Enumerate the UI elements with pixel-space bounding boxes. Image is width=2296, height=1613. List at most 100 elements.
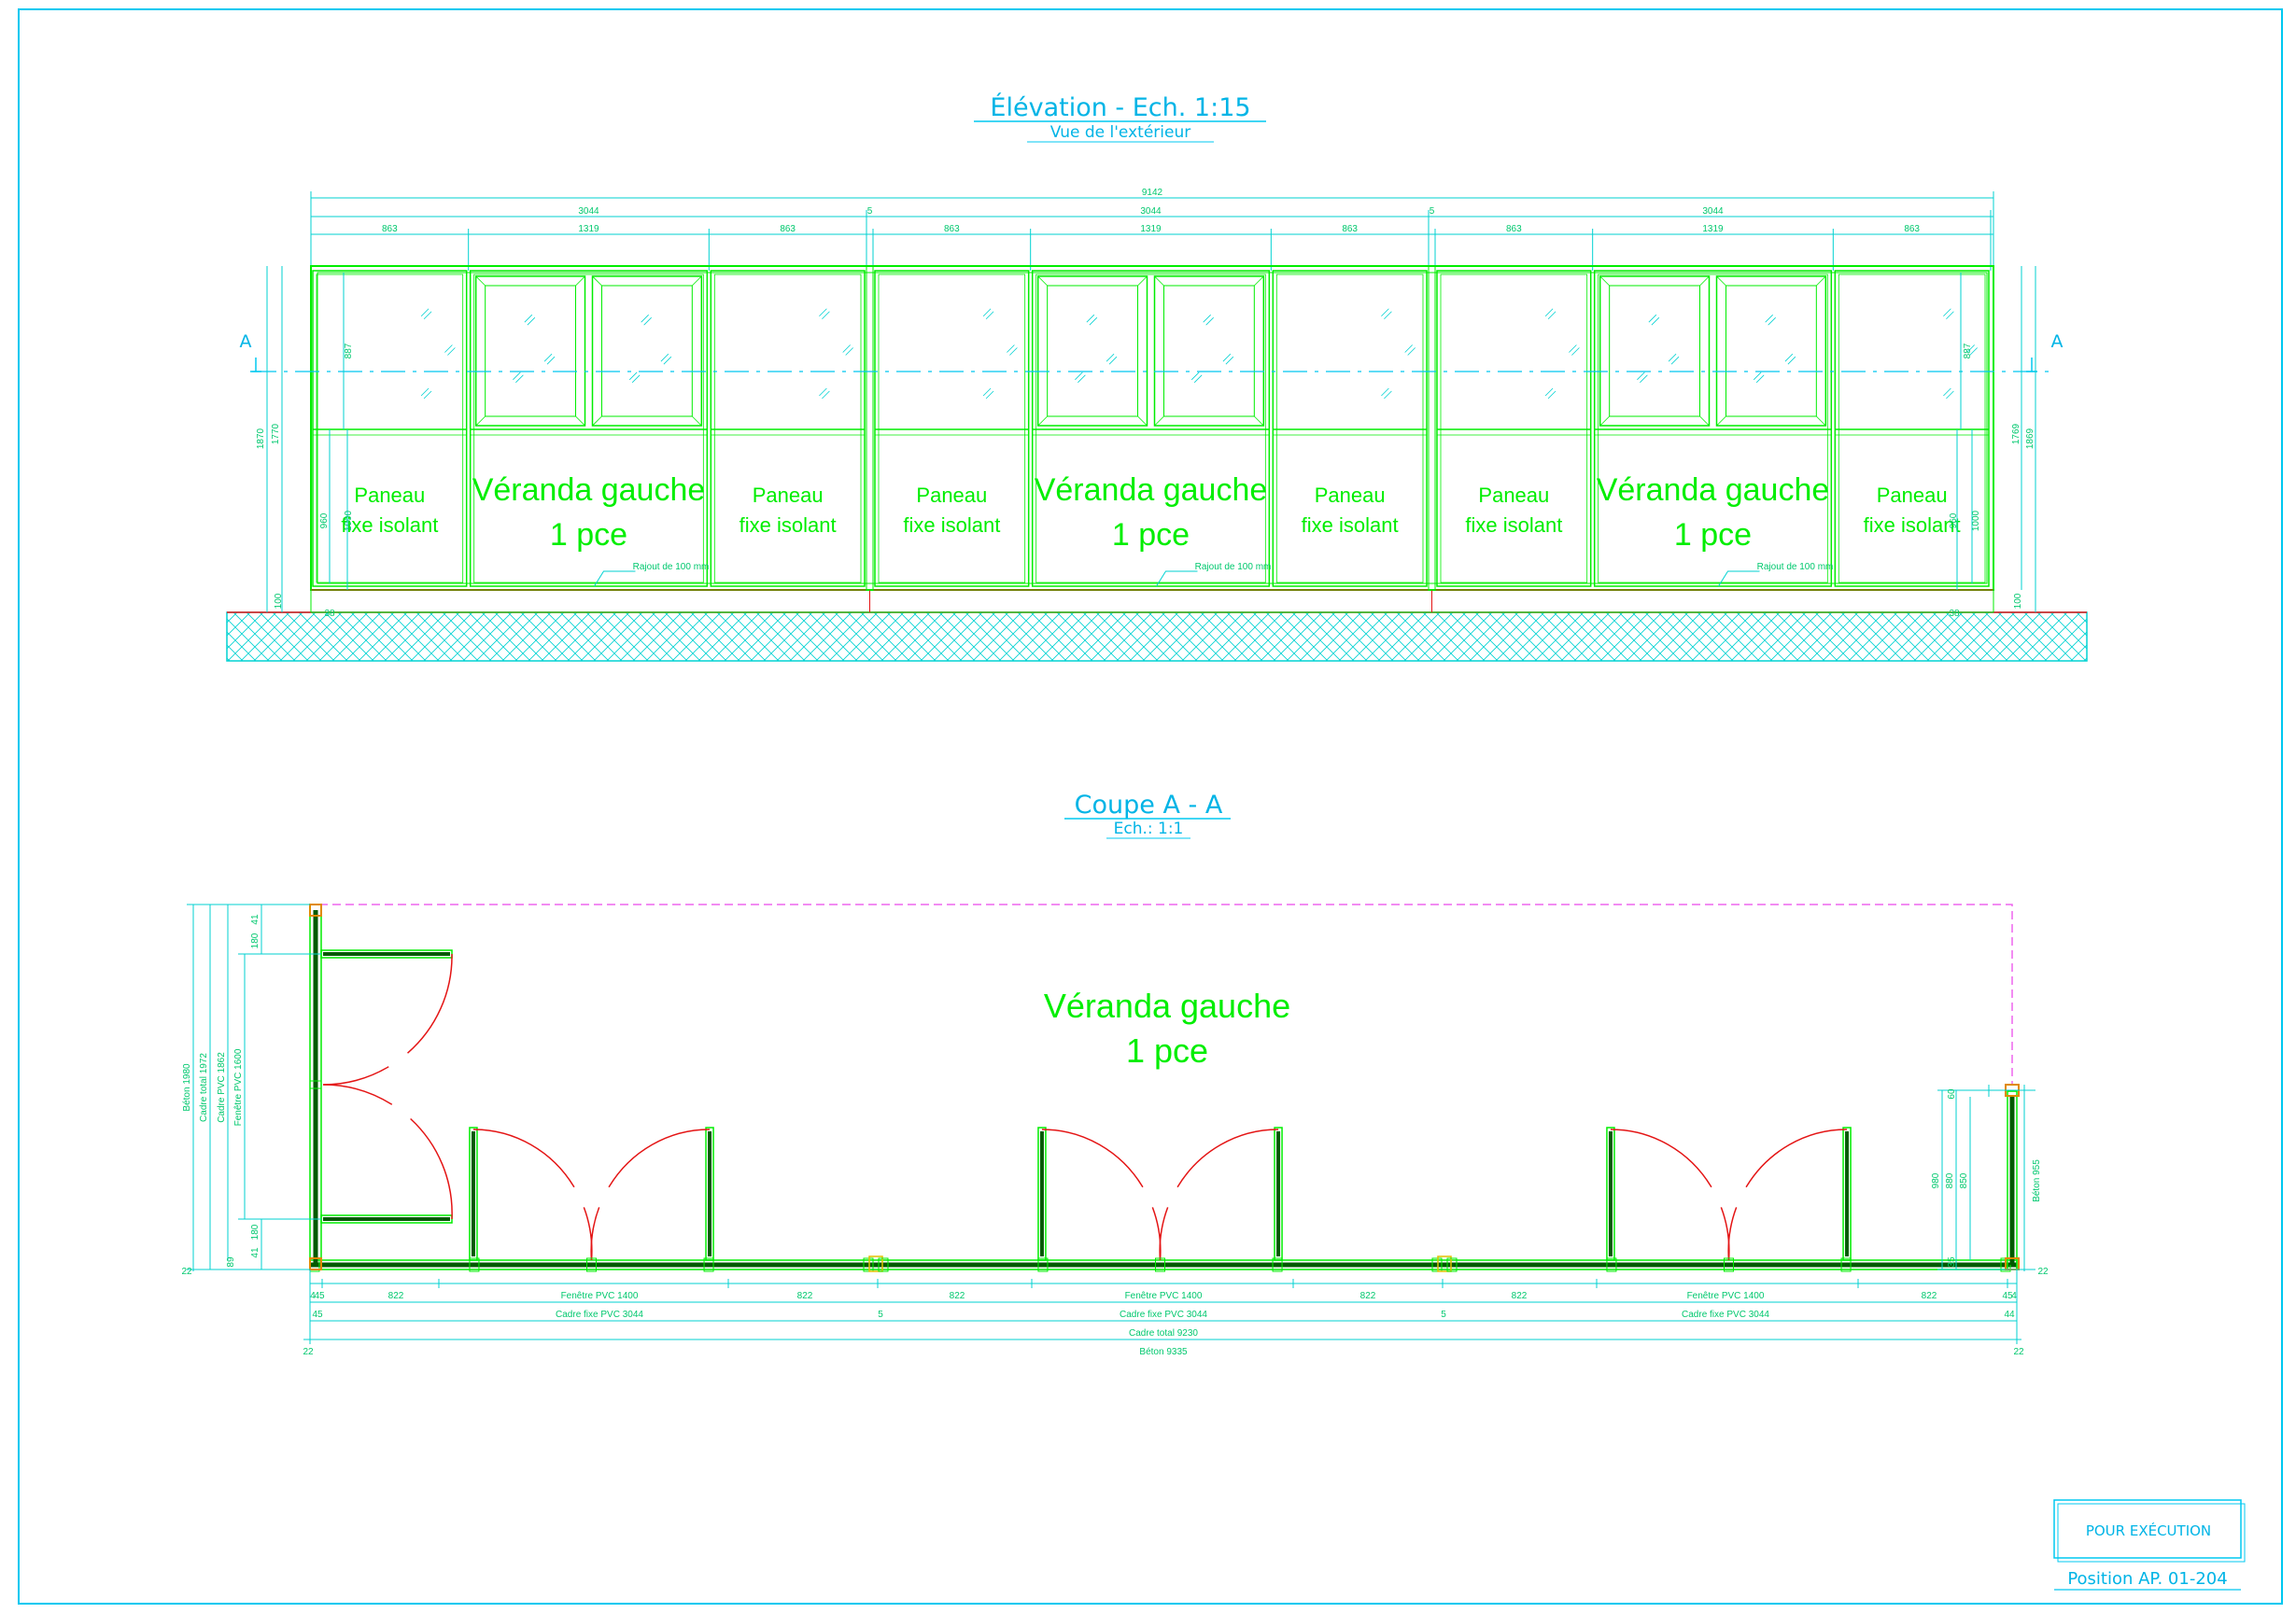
- elev-panel-4: [874, 270, 1030, 587]
- section-line-a: A A: [240, 331, 2064, 372]
- dim-segment-3: 863: [780, 224, 796, 234]
- left-dim-5: 1000: [344, 510, 354, 531]
- elev-panel-8: [1593, 270, 1833, 587]
- sec-left-dim-cadre-total: Cadre total 1972: [199, 1053, 209, 1122]
- elev-panel-label-6: Paneau: [1315, 484, 1386, 507]
- sec-right-dim-35: 35: [1947, 1256, 1957, 1268]
- elev-panel-9: [1834, 270, 1990, 587]
- sec-right-dim-60: 60: [1947, 1088, 1957, 1100]
- ground-concrete: [226, 611, 2088, 662]
- bottom-small-right: 38: [1949, 609, 1960, 619]
- dim-segment-2: 1319: [578, 224, 599, 234]
- dim-gap-2: 5: [1430, 206, 1435, 217]
- elevation-view: Élévation - Ech. 1:15 Vue de l'extérieur…: [226, 92, 2088, 662]
- elev-veranda-qty-3: 1 pce: [1674, 517, 1752, 553]
- sec-row2-item-3: 5: [878, 1310, 883, 1320]
- sec-door-leaf-1-1: [469, 1127, 478, 1261]
- elev-panel-2: [469, 270, 709, 587]
- dim-group-3: 3044: [1702, 206, 1724, 217]
- sec-door-swing-2-a: [1041, 1129, 1162, 1261]
- sec-row1-item-9: 822: [1512, 1291, 1528, 1301]
- sec-door-leaf-3-1: [1606, 1127, 1615, 1261]
- sec-door-leaf-3-2: [1842, 1127, 1852, 1261]
- elevation-frame: [310, 265, 1994, 613]
- left-dim-2: 1770: [271, 423, 281, 444]
- sec-row1-item-8: 822: [1360, 1291, 1376, 1301]
- section-subtitle: Ech.: 1:1: [1114, 820, 1184, 838]
- sec-row1-item-6: 822: [950, 1291, 965, 1301]
- section-veranda-qty: 1 pce: [1126, 1031, 1208, 1070]
- elev-panel-3: [710, 270, 866, 587]
- sec-row4-beton: Béton 9335: [1139, 1347, 1188, 1357]
- elev-veranda-label-3: Véranda gauche: [1597, 472, 1830, 508]
- elevation-subtitle: Vue de l'extérieur: [1050, 123, 1190, 142]
- elev-panel-sublabel-9: fixe isolant: [1864, 513, 1961, 537]
- sec-left-dim-89: 89: [226, 1256, 236, 1268]
- execution-stamp: POUR EXÉCUTION Position AP. 01-204: [2053, 1499, 2246, 1591]
- sec-row3-cadre-total: Cadre total 9230: [1129, 1328, 1198, 1339]
- elev-veranda-label-1: Véranda gauche: [472, 472, 706, 508]
- sec-row2-item-5: 5: [1441, 1310, 1446, 1320]
- dim-segment-1: 863: [382, 224, 398, 234]
- dim-gap-1: 5: [867, 206, 873, 217]
- sec-left-dim-cadre-pvc: Cadre PVC 1862: [217, 1052, 227, 1123]
- dim-segment-6: 863: [1342, 224, 1358, 234]
- elev-veranda-label-2: Véranda gauche: [1035, 472, 1268, 508]
- sec-row1-item-5: 822: [797, 1291, 813, 1301]
- sec-row1-item-4: Fenêtre PVC 1400: [561, 1291, 639, 1301]
- elev-window-5-2: [1153, 275, 1265, 427]
- elev-panel-label-3: Paneau: [753, 484, 824, 507]
- sec-left-dim-180-bottom: 180: [250, 1224, 261, 1240]
- left-dim-3: 887: [344, 343, 354, 358]
- dim-segment-5: 1319: [1140, 224, 1162, 234]
- section-mark-right: A: [2051, 331, 2064, 352]
- sheet-border: [18, 8, 2283, 1605]
- sec-row2-item-1: 45: [312, 1310, 323, 1320]
- section-right-dimensions: Béton 955 980 880 850 60 35 22: [1931, 1085, 2049, 1277]
- sec-right-dim-980: 980: [1931, 1172, 1941, 1188]
- elev-panel-label-1: Paneau: [354, 484, 425, 507]
- elev-panel-sublabel-3: fixe isolant: [740, 513, 837, 537]
- dim-segment-7: 863: [1506, 224, 1522, 234]
- sec-left-dim-fenetre: Fenêtre PVC 1600: [233, 1048, 244, 1126]
- elev-panel-5: [1031, 270, 1271, 587]
- dim-segment-8: 1319: [1702, 224, 1724, 234]
- sec-row1-item-13: 4: [2011, 1291, 2017, 1301]
- section-left-dimensions: Béton 1980 Cadre total 1972 Cadre PVC 18…: [181, 904, 321, 1277]
- right-dim-1: 887: [1963, 343, 1973, 358]
- elev-panel-sublabel-6: fixe isolant: [1302, 513, 1399, 537]
- sec-door-leaf-2-1: [1037, 1127, 1047, 1261]
- right-dim-2: 1769: [2011, 423, 2021, 444]
- elev-window-5-1: [1036, 275, 1148, 427]
- dim-group-1: 3044: [578, 206, 599, 217]
- dim-segment-9: 863: [1904, 224, 1920, 234]
- sec-row1-item-7: Fenêtre PVC 1400: [1125, 1291, 1203, 1301]
- elev-panel-label-9: Paneau: [1877, 484, 1948, 507]
- sec-row1-item-11: 822: [1922, 1291, 1937, 1301]
- sec-row1-item-3: 822: [388, 1291, 404, 1301]
- section-front-wall: [309, 1259, 2018, 1270]
- elev-veranda-qty-2: 1 pce: [1112, 517, 1190, 553]
- left-dim-1: 1870: [256, 428, 266, 449]
- sec-row1-item-12: 45: [2002, 1291, 2013, 1301]
- sec-door-swing-3-b: [1727, 1129, 1848, 1261]
- right-dim-5: 1000: [1971, 510, 1981, 531]
- elevation-title: Élévation - Ech. 1:15: [990, 92, 1250, 122]
- elev-window-8-1: [1599, 275, 1711, 427]
- sec-row4-left: 22: [303, 1347, 314, 1357]
- elev-panel-label-7: Paneau: [1478, 484, 1549, 507]
- section-veranda-label: Véranda gauche: [1044, 987, 1290, 1025]
- sec-row2-item-4: Cadre fixe PVC 3044: [1120, 1310, 1207, 1320]
- sec-door-swing-1-a: [472, 1129, 593, 1261]
- left-dim-6: 100: [274, 593, 284, 609]
- sec-row1-item-1: 4: [310, 1291, 316, 1301]
- section-mark-left: A: [240, 331, 252, 352]
- sec-door-swing-3-a: [1610, 1129, 1730, 1261]
- elev-panel-label-4: Paneau: [916, 484, 987, 507]
- sec-row1-item-2: 45: [314, 1291, 325, 1301]
- sec-left-dim-180-top: 180: [250, 933, 261, 948]
- elev-window-8-2: [1715, 275, 1827, 427]
- elev-window-2-2: [591, 275, 703, 427]
